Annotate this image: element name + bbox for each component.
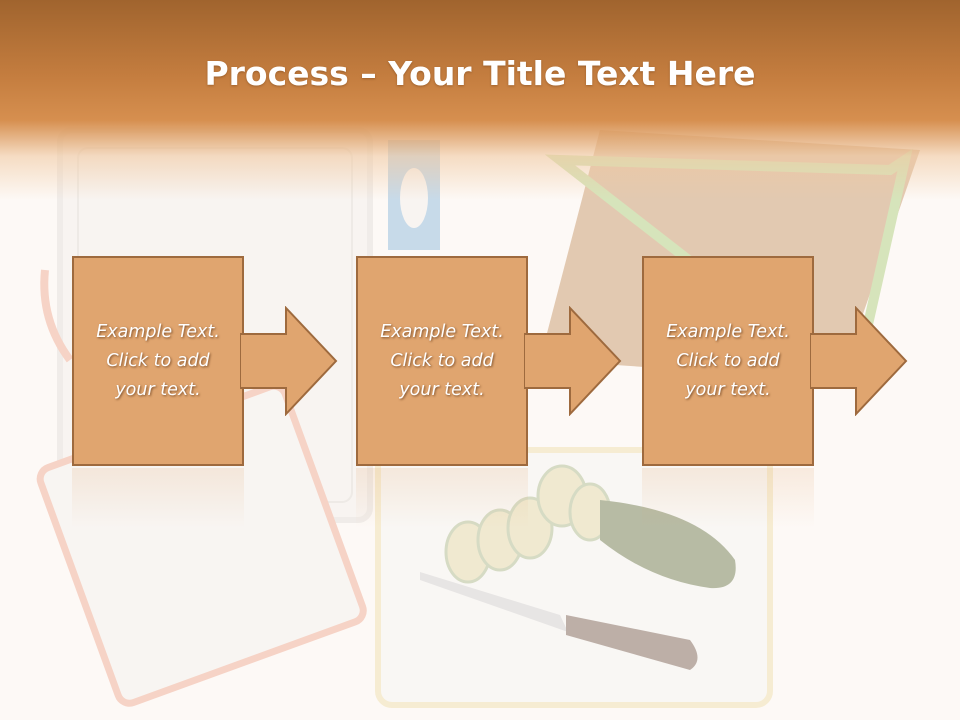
title-bold: Process bbox=[204, 54, 349, 93]
step-2-reflection bbox=[356, 468, 528, 528]
slide-title[interactable]: Process – Your Title Text Here bbox=[0, 52, 960, 96]
arrow-right-icon bbox=[240, 306, 338, 416]
step-1-reflection bbox=[72, 468, 244, 528]
process-step-2[interactable]: Example Text. Click to add your text. bbox=[356, 256, 528, 466]
title-rest: – Your Title Text Here bbox=[348, 54, 756, 93]
arrow-right-icon bbox=[524, 306, 622, 416]
step-1-text[interactable]: Example Text. Click to add your text. bbox=[96, 321, 220, 400]
header-band bbox=[0, 0, 960, 200]
process-step-3[interactable]: Example Text. Click to add your text. bbox=[642, 256, 814, 466]
knife-blade bbox=[420, 572, 568, 632]
step-3-reflection bbox=[642, 468, 814, 528]
arrow-right-icon bbox=[810, 306, 908, 416]
step-2-text[interactable]: Example Text. Click to add your text. bbox=[380, 321, 504, 400]
step-3-text[interactable]: Example Text. Click to add your text. bbox=[666, 321, 790, 400]
zucchini-slices bbox=[444, 464, 612, 584]
knife-handle bbox=[566, 615, 698, 670]
zucchini bbox=[600, 500, 736, 589]
process-step-1[interactable]: Example Text. Click to add your text. bbox=[72, 256, 244, 466]
